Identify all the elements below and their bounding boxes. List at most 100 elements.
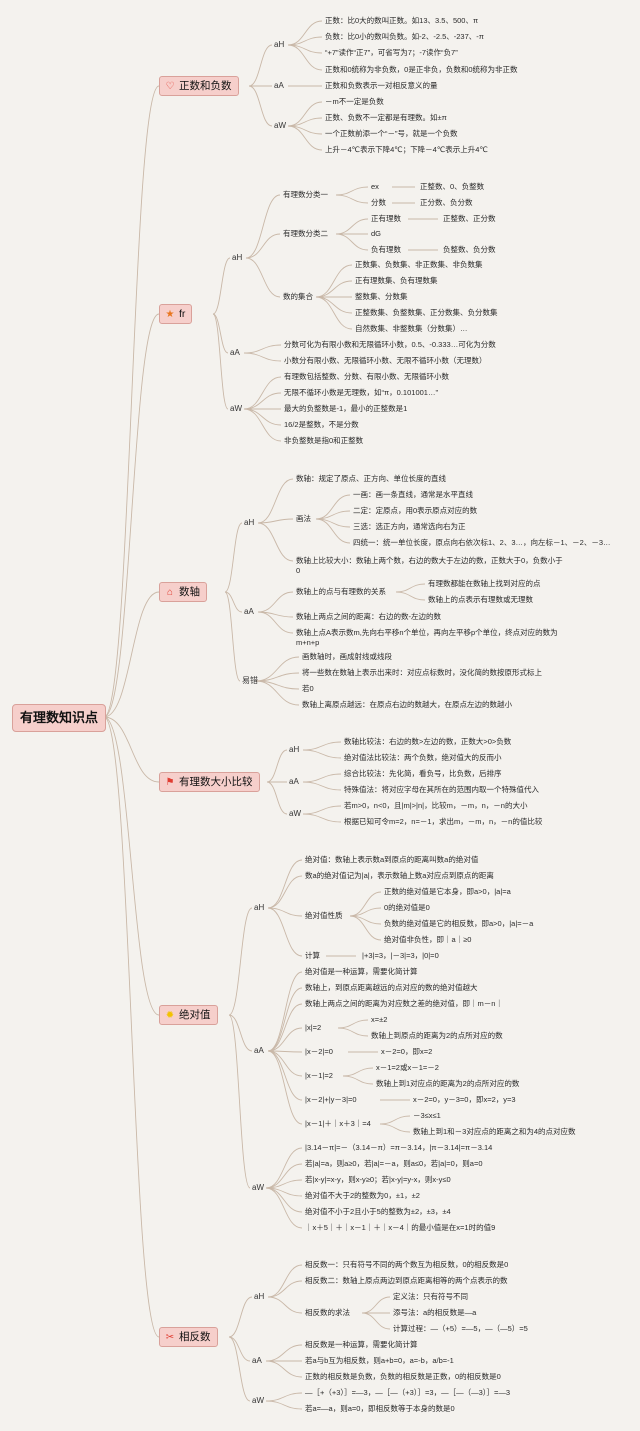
connector (349, 915, 382, 941)
connector (335, 233, 369, 251)
leaf-text: 数轴上，到原点距离越远的点对应的数的绝对值越大 (305, 983, 478, 992)
leaf-text: 小数分有限小数、无限循环小数、无限不循环小数（无理数） (284, 356, 487, 365)
leaf-text: 二定：定原点，用0表示原点对应的数 (353, 506, 478, 515)
connector (267, 1050, 303, 1077)
leaf-text: 数轴上点A表示数m,先向右平移n个单位，再向左平移p个单位，终点对应的数为 (296, 628, 558, 637)
leaf-text: 分数可化为有限小数和无限循环小数，0.5、-0.333…可化为分数 (284, 340, 496, 349)
sub-label: 数轴上的点与有理数的关系 (296, 587, 386, 596)
flag-icon: ⚑ (165, 777, 175, 788)
group-label: 易错 (242, 676, 258, 685)
branch-node[interactable]: ✹绝对值 (159, 1005, 218, 1025)
leaf-text: 四统一：统一单位长度，原点向右依次标1、2、3…，向左标－1、－2、－3… (353, 538, 611, 547)
connector (257, 518, 294, 524)
root-node[interactable]: 有理数知识点 (12, 704, 106, 732)
leaf-connector (302, 805, 342, 815)
group-connector (224, 591, 241, 682)
connector (267, 1264, 303, 1298)
connector (337, 1019, 369, 1029)
sub-label: 画法 (296, 514, 311, 523)
connector (267, 1050, 303, 1125)
leaf-text: |+3|=3，|－3|=3，|0|=0 (362, 951, 439, 960)
branch-title: 数轴 (179, 586, 200, 598)
leaf-text: 数轴上到1对应点的距离为2的点所对应的数 (376, 1079, 520, 1088)
leaf-text: 正分数、负分数 (420, 198, 473, 207)
star-icon: ★ (165, 309, 175, 320)
leaf-text: 正整数、0、负整数 (420, 182, 485, 191)
branch-title: 绝对值 (179, 1009, 211, 1021)
group-label: aA (274, 81, 284, 90)
branch-connector (103, 716, 160, 1016)
connector (257, 591, 294, 613)
leaf-text: 正数和0统称为非负数，0是正非负，负数和0统称为非正数 (325, 65, 518, 74)
leaf-text: 相反数一：只有符号不同的两个数互为相反数，0的相反数是0 (305, 1260, 509, 1269)
branch-node[interactable]: ♡正数和负数 (159, 76, 239, 96)
connector (267, 1027, 303, 1052)
leaf-text: 正数的相反数是负数，负数的相反数是正数，0的相反数是0 (305, 1372, 501, 1381)
group-label: aW (289, 809, 301, 818)
group-label: aH (274, 40, 285, 49)
leaf-connector (243, 392, 282, 410)
group-connector (228, 1336, 251, 1402)
sub-label: 计算 (305, 951, 320, 960)
leaf-text: 16/2是整数，不是分数 (284, 420, 359, 429)
connector (335, 218, 369, 235)
leaf-connector (287, 20, 323, 46)
leaf-text: 根据已知可令m=2，n=－1，求出m，－m，n，－n的值比较 (344, 817, 543, 826)
leaf-text: 三选：选正方向，通常选向右为正 (353, 522, 466, 531)
group-connector (248, 85, 273, 127)
leaf-text: |3.14－π|=－（3.14－π）=π－3.14，|π－3.14|=π－3.1… (305, 1143, 493, 1152)
leaf-text: x－2=0，即x=2 (381, 1047, 433, 1056)
connector (267, 1050, 303, 1101)
leaf-text: 绝对值：数轴上表示数a到原点的距离叫数a的绝对值 (305, 855, 479, 864)
leaf-connector (302, 773, 342, 783)
leaf-connector (265, 1147, 303, 1189)
leaf-text: 负有理数 (371, 245, 401, 254)
leaf-text: 若a与b互为相反数，则a+b=0，a=-b，a/b=-1 (305, 1356, 454, 1365)
leaf-connector (302, 749, 342, 759)
group-connector (228, 1336, 251, 1362)
leaf-connector (265, 1400, 303, 1410)
connector (315, 264, 353, 298)
branch-node[interactable]: ⚑有理数大小比较 (159, 772, 260, 792)
leaf-text: 相反数二：数轴上原点两边到原点距离相等的两个点表示的数 (305, 1276, 508, 1285)
leaf-text: 最大的负整数是-1，最小的正整数是1 (284, 404, 408, 413)
branch-connector (103, 85, 160, 718)
group-connector (212, 313, 229, 354)
leaf-text: 数轴上的点表示有理数或无理数 (428, 595, 533, 604)
connector (267, 907, 303, 957)
group-label: aA (254, 1046, 264, 1055)
connector (315, 296, 353, 330)
leaf-text: 数轴上到1和－3对应点的距离之和为4的点对应数 (413, 1127, 576, 1136)
leaf-connector (265, 1392, 303, 1402)
branch-node[interactable]: ★fr (159, 304, 193, 324)
leaf-text: 特殊值法：将对应字母在其所在的范围内取一个特殊值代入 (344, 785, 539, 794)
group-label: aW (230, 404, 242, 413)
leaf-text: x=±2 (371, 1015, 388, 1024)
leaf-text: 一画：画一条直线，通常是水平直线 (353, 490, 473, 499)
group-connector (228, 1014, 253, 1052)
group-label: aH (232, 253, 243, 262)
group-connector (212, 257, 231, 315)
leaf-text: ｜x＋5｜＋｜x－1｜＋｜x－4｜的最小值是在x=1时的值9 (305, 1223, 496, 1232)
leaf-text: 绝对值不大于2的整数为0，±1，±2 (305, 1191, 420, 1200)
leaf-text: 整数集、分数集 (355, 292, 408, 301)
connector (342, 1067, 374, 1077)
connector (245, 233, 281, 259)
branch-node[interactable]: ⌂数轴 (159, 582, 207, 602)
leaf-connector (265, 1344, 303, 1362)
leaf-text: 计算过程：—（+5）=—5，—（—5）=5 (393, 1324, 528, 1333)
connector (315, 494, 351, 520)
leaf-text: －m不一定是负数 (325, 97, 384, 106)
leaf-text: 综合比较法：先化简，看负号，比负数，后排序 (344, 769, 502, 778)
leaf-connector (255, 680, 300, 706)
leaf-connector (243, 352, 282, 362)
connector (379, 1123, 411, 1133)
leaf-text: 若a=—a，则a=0，即相反数等于本身的数是0 (305, 1404, 455, 1413)
leaf-connector (243, 344, 282, 354)
branch-node[interactable]: ✂相反数 (159, 1327, 218, 1347)
branch-title: 正数和负数 (179, 80, 232, 92)
connector (267, 971, 303, 1052)
connector (395, 583, 426, 593)
group-connector (228, 1296, 253, 1338)
leaf-text: 正数、负数不一定都是有理数。如±π (325, 113, 447, 122)
